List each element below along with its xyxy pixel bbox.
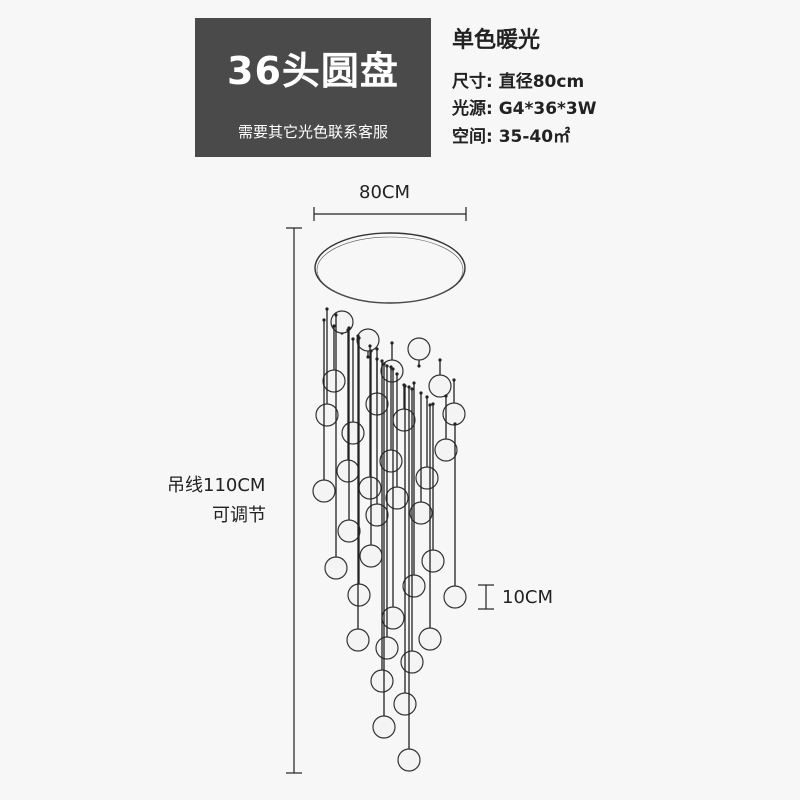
product-subtitle: 需要其它光色联系客服 (237, 123, 388, 141)
glass-ball (322, 369, 346, 393)
glass-ball (356, 328, 380, 352)
wire-anchor (356, 334, 360, 338)
wire-anchor (391, 367, 395, 371)
glass-ball (409, 501, 433, 525)
glass-ball (336, 459, 360, 483)
wire-anchor (425, 395, 429, 399)
glass-ball (372, 715, 396, 739)
glass-ball (337, 519, 361, 543)
product-title: 36头圆盘 (227, 49, 399, 93)
glass-ball (443, 585, 467, 609)
spec-light-source: 光源: G4*36*3W (452, 99, 597, 119)
glass-ball (375, 636, 399, 660)
wire-anchor (403, 384, 407, 388)
wire-anchor (322, 318, 326, 322)
glass-ball (397, 748, 421, 772)
glass-ball (324, 556, 348, 580)
width-dimension-label: 80CM (359, 182, 411, 203)
wire-anchor (368, 344, 372, 348)
ceiling-canopy (314, 232, 466, 304)
glass-ball (379, 449, 403, 473)
cable-adjustable-note: 可调节 (212, 505, 266, 526)
wire-anchor (453, 422, 457, 426)
wire-anchor (334, 313, 338, 317)
glass-ball (359, 544, 383, 568)
wire-anchor (390, 341, 394, 345)
glass-ball (415, 466, 439, 490)
wire-anchor (385, 364, 389, 368)
spec-size: 尺寸: 直径80cm (452, 72, 585, 92)
glass-ball (312, 479, 336, 503)
glass-ball (358, 476, 382, 500)
glass-ball (385, 486, 409, 510)
width-dimension-line (313, 207, 467, 221)
glass-ball (434, 438, 458, 462)
wire-anchor (412, 381, 416, 385)
wire-anchor (452, 378, 456, 382)
wire-anchor (438, 358, 442, 362)
glass-ball (381, 606, 405, 630)
glass-ball (341, 421, 365, 445)
wire-anchor (428, 403, 432, 407)
ball-dimension-line (478, 584, 494, 610)
wire-anchor (431, 402, 435, 406)
wire-anchor (389, 365, 393, 369)
wire-anchor (351, 337, 355, 341)
wire-anchor (395, 372, 399, 376)
glass-ball (346, 628, 370, 652)
title-box: 36头圆盘 需要其它光色联系客服 (195, 18, 431, 157)
wire-anchor (444, 394, 448, 398)
glass-ball (400, 650, 424, 674)
wire-anchor (382, 362, 386, 366)
glass-ball (402, 574, 426, 598)
glass-ball (421, 549, 445, 573)
cable-length-label: 吊线110CM (167, 475, 266, 496)
light-color-heading: 单色暖光 (452, 28, 541, 53)
wire-anchor (407, 385, 411, 389)
wire-anchor (347, 326, 351, 330)
glass-ball (407, 337, 431, 361)
glass-ball (418, 627, 442, 651)
wire-anchor (366, 355, 370, 359)
wire-anchor (410, 387, 414, 391)
pendant-group (312, 307, 467, 772)
wire-anchor (375, 347, 379, 351)
glass-ball (365, 503, 389, 527)
wire-anchor (417, 364, 421, 368)
wire-anchor (332, 324, 336, 328)
glass-ball (370, 669, 394, 693)
cable-dimension-line (286, 227, 302, 774)
glass-ball (428, 374, 452, 398)
glass-ball (393, 692, 417, 716)
wire-anchor (375, 357, 379, 361)
glass-ball (347, 583, 371, 607)
wire-anchor (419, 391, 423, 395)
wire-anchor (380, 359, 384, 363)
ball-size-label: 10CM (502, 587, 554, 608)
wire-anchor (369, 349, 373, 353)
spec-space: 空间: 35-40㎡ (452, 127, 571, 147)
glass-ball (315, 403, 339, 427)
wire-anchor (325, 307, 329, 311)
